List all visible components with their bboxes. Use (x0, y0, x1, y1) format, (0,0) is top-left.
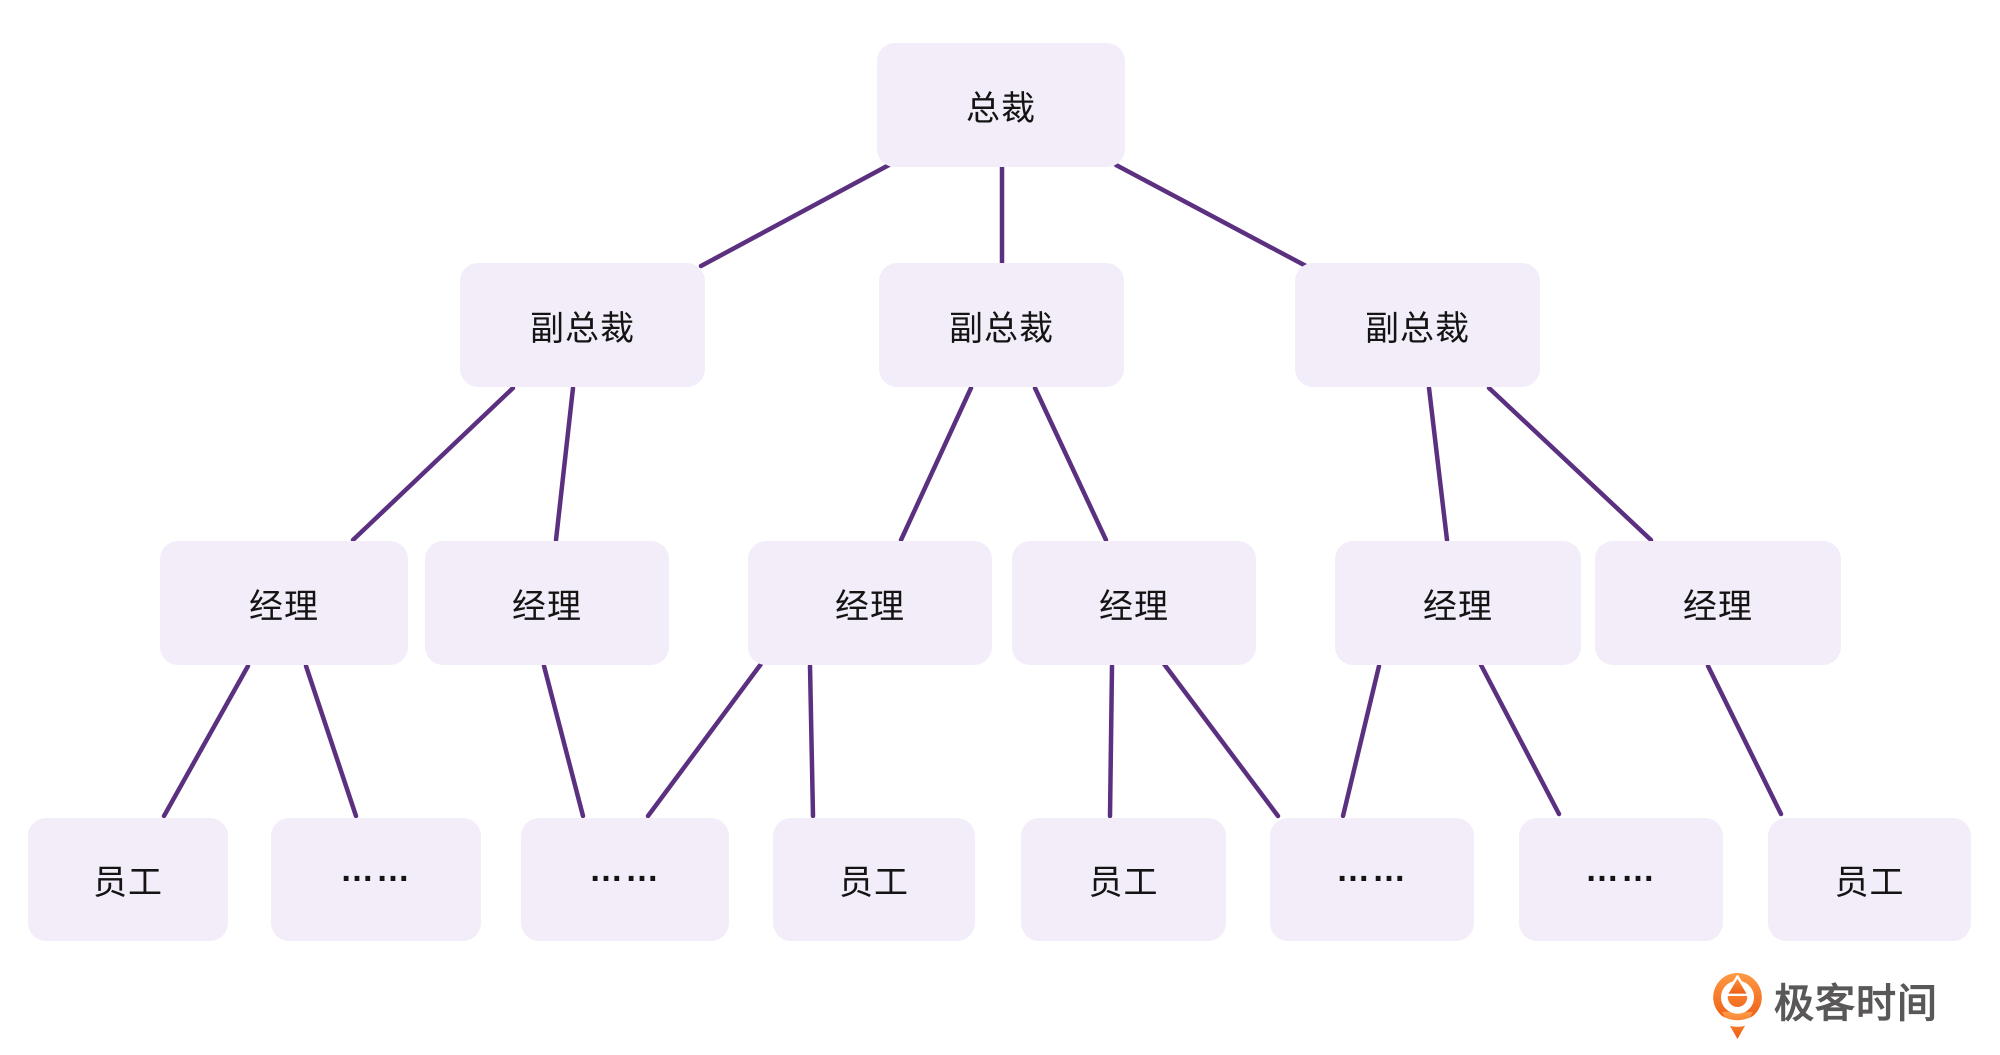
org-node-label: 员工 (93, 864, 163, 902)
org-node-mgr4: 经理 (1012, 541, 1256, 665)
org-node-mgr6: 经理 (1595, 541, 1841, 665)
edge-president-vp1 (698, 162, 892, 269)
org-node-mgr1: 经理 (160, 541, 408, 665)
edge-president-vp3 (1113, 162, 1309, 269)
edge-mgr3-staff3 (645, 661, 764, 819)
org-node-staff4: 员工 (773, 818, 975, 941)
geektime-logo: 极客时间 (1710, 971, 1938, 1041)
org-node-label: 经理 (1099, 587, 1169, 626)
org-node-label: 经理 (1683, 587, 1753, 626)
org-node-president: 总裁 (877, 43, 1125, 167)
org-node-label: …… (340, 851, 412, 889)
org-node-label: 总裁 (966, 89, 1036, 128)
org-node-mgr3: 经理 (748, 541, 992, 665)
edge-mgr5-staff6 (1340, 663, 1382, 819)
org-node-label: 员工 (1088, 864, 1159, 902)
geektime-logo-text: 极客时间 (1774, 982, 1938, 1026)
org-node-label: …… (589, 851, 661, 889)
org-node-mgr2: 经理 (425, 541, 669, 665)
org-node-staff6: …… (1270, 818, 1474, 941)
org-node-label: 副总裁 (530, 309, 635, 348)
org-node-staff3: …… (521, 818, 729, 941)
org-node-label: 经理 (1423, 587, 1493, 626)
org-node-label: 副总裁 (1365, 309, 1470, 348)
org-node-label: 经理 (512, 587, 582, 626)
edge-vp2-mgr4 (1032, 385, 1109, 543)
org-node-staff2: …… (271, 818, 481, 941)
org-node-label: 员工 (839, 864, 909, 902)
org-node-staff7: …… (1519, 818, 1723, 941)
org-node-label: 副总裁 (949, 309, 1054, 348)
edge-mgr2-staff3 (541, 663, 586, 819)
edge-mgr4-staff6 (1161, 661, 1281, 819)
edge-vp1-mgr2 (553, 385, 576, 543)
edge-mgr1-staff1 (161, 663, 251, 819)
org-node-mgr5: 经理 (1335, 541, 1581, 665)
org-node-label: …… (1585, 851, 1657, 889)
org-node-label: 经理 (835, 587, 905, 626)
edge-vp2-mgr3 (898, 385, 974, 543)
edge-mgr4-staff5 (1107, 663, 1115, 819)
edge-vp3-mgr5 (1426, 385, 1450, 543)
org-node-staff8: 员工 (1768, 818, 1971, 941)
edge-mgr3-staff4 (807, 663, 816, 819)
org-node-staff1: 员工 (28, 818, 228, 941)
edge-vp1-mgr1 (350, 385, 516, 543)
org-node-label: 经理 (249, 587, 319, 626)
geektime-logo-icon (1712, 972, 1763, 1040)
org-node-vp3: 副总裁 (1295, 263, 1540, 387)
org-node-label: …… (1336, 851, 1408, 889)
org-node-vp2: 副总裁 (879, 263, 1124, 387)
edge-mgr1-staff2 (303, 663, 359, 819)
org-node-label: 员工 (1834, 864, 1905, 902)
org-node-vp1: 副总裁 (460, 263, 705, 387)
edge-mgr5-staff7 (1478, 662, 1562, 817)
edge-mgr6-staff8 (1705, 663, 1784, 817)
org-node-staff5: 员工 (1021, 818, 1226, 941)
edge-vp3-mgr6 (1486, 385, 1654, 543)
